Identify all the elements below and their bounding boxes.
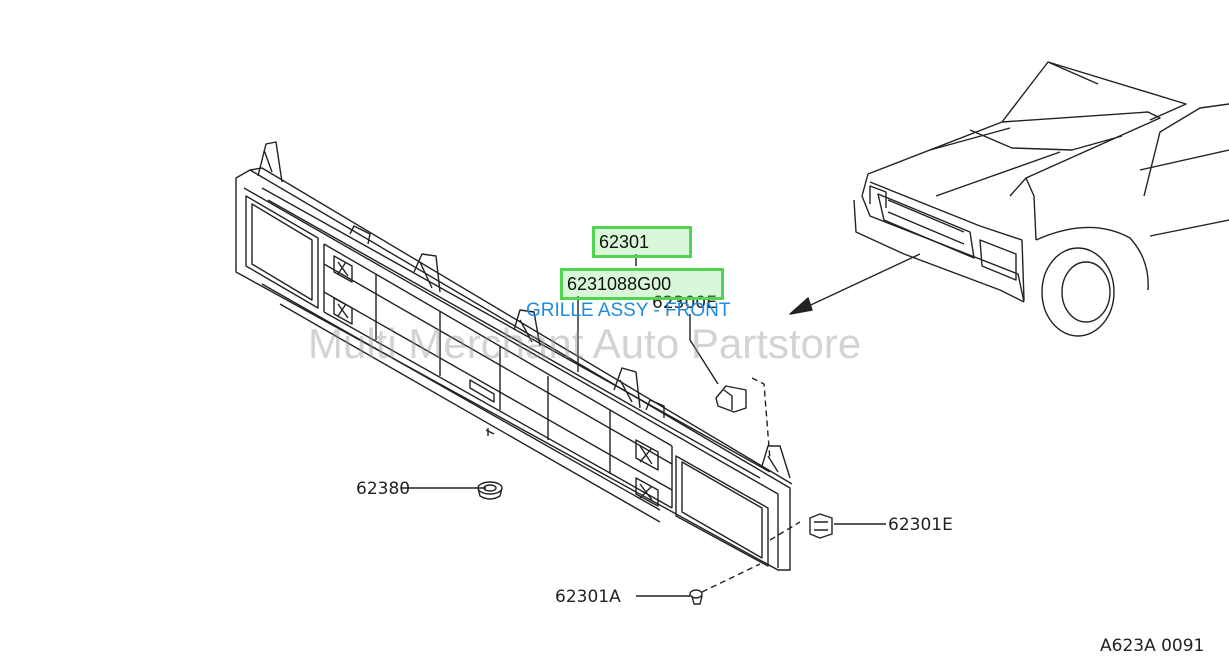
- callout-62301e: 62301E: [888, 515, 953, 535]
- callout-62301a: 62301A: [555, 587, 621, 607]
- grille-assembly: [235, 141, 793, 571]
- part-callout-link[interactable]: 62301: [592, 226, 692, 258]
- watermark: Multi Merchant Auto Partstore: [308, 320, 862, 367]
- clip-62301e-icon: [809, 513, 833, 539]
- callout-62380: 62380: [356, 479, 410, 499]
- screw-62301a-icon: [689, 589, 703, 605]
- vehicle-location-sketch: [853, 61, 1229, 337]
- part-name-label[interactable]: GRILLE ASSY - FRONT: [526, 300, 731, 321]
- grommet-62380-icon: [477, 481, 503, 500]
- clip-62300e-icon: [715, 385, 747, 413]
- location-arrow: [789, 253, 921, 315]
- part-number-link[interactable]: 6231088G00: [560, 268, 724, 300]
- figure-code: A623A 0091: [1100, 636, 1205, 656]
